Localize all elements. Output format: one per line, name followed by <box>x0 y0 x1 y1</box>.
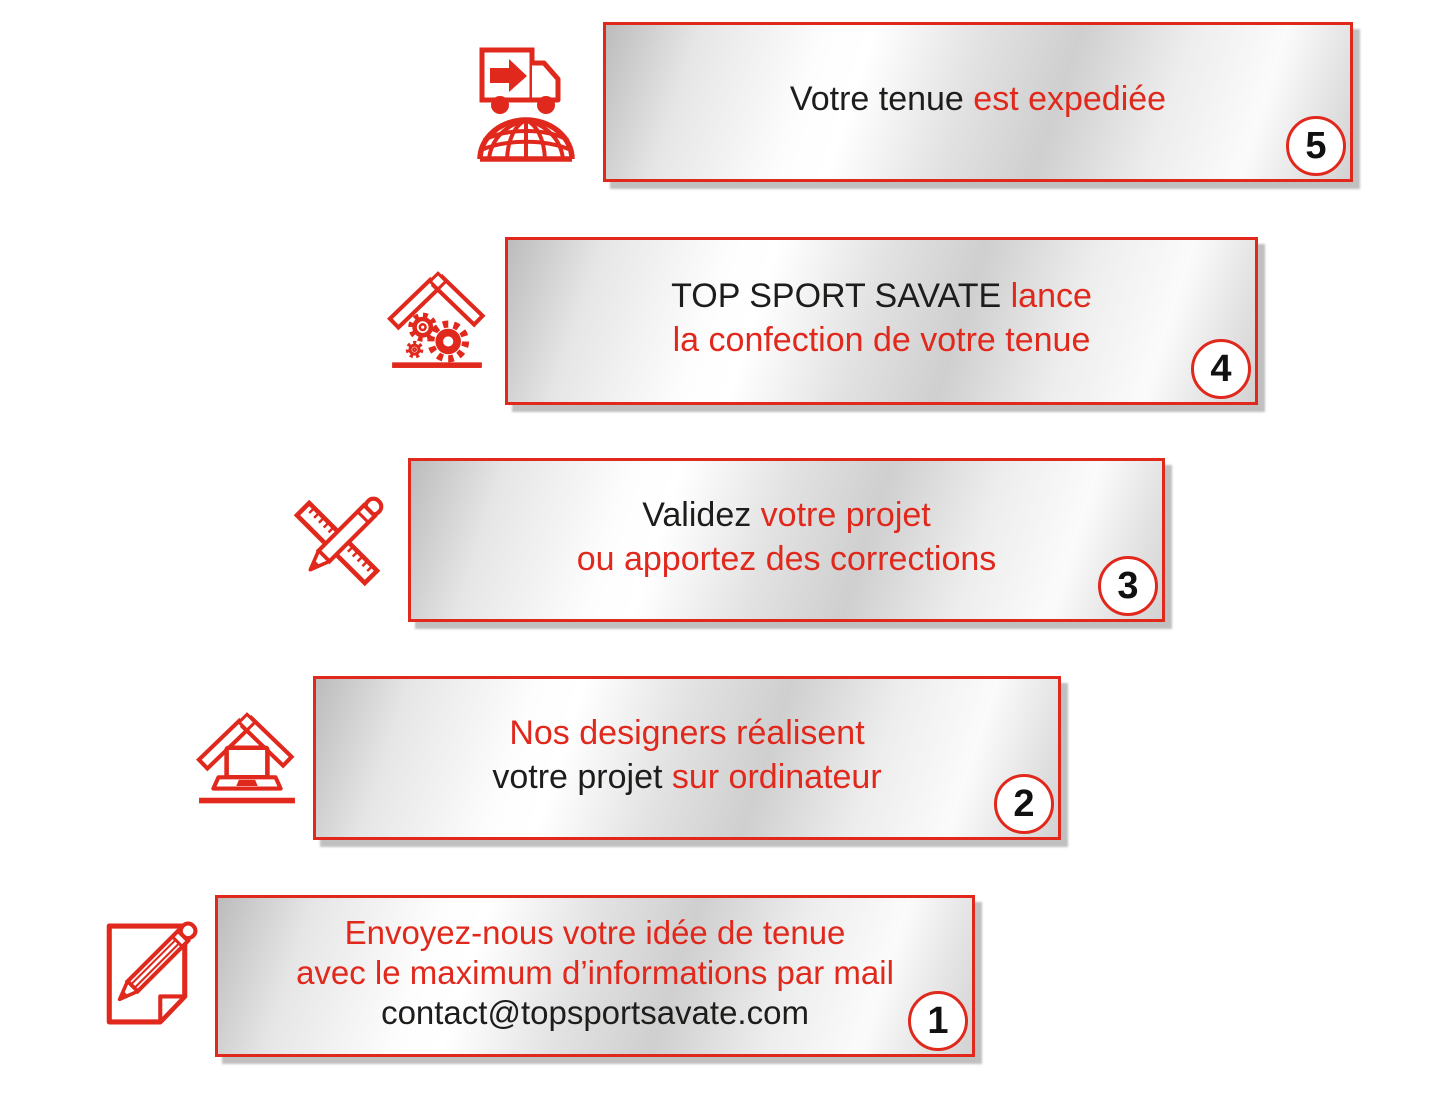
text-segment: avec le maximum d’informations par mail <box>296 954 894 991</box>
text-segment: Votre tenue <box>789 80 974 118</box>
text-segment: votre projet <box>760 496 931 534</box>
step-2-number-badge: 2 <box>994 774 1054 834</box>
step-4-panel: TOP SPORT SAVATE lance la confection de … <box>505 237 1258 405</box>
step-4-number-badge: 4 <box>1191 339 1251 399</box>
text-segment: Nos designers réalisent <box>509 714 865 752</box>
step-1-text-line-3: contact@topsportsavate.com <box>381 993 809 1033</box>
step-3-number-badge: 3 <box>1098 556 1158 616</box>
text-segment: Envoyez-nous votre idée de tenue <box>344 914 846 951</box>
step-5-number-badge: 5 <box>1286 116 1346 176</box>
step-2-panel: Nos designers réalisent votre projet sur… <box>313 676 1061 840</box>
step-3-text-line-1: Validez votre projet <box>642 493 931 537</box>
text-segment: Validez <box>642 496 761 534</box>
step-4-text-line-2: la confection de votre tenue <box>673 318 1091 362</box>
pencil-ruler-icon <box>286 488 388 598</box>
step-5-text-line-1: Votre tenue est expediée <box>790 77 1166 121</box>
text-segment: ou apportez des corrections <box>576 540 997 578</box>
text-segment: est expediée <box>973 80 1167 118</box>
step-1-text-line-2: avec le maximum d’informations par mail <box>296 953 894 993</box>
note-pencil-icon <box>96 918 198 1032</box>
text-segment: contact@topsportsavate.com <box>381 994 809 1031</box>
step-2-text-line-1: Nos designers réalisent <box>509 711 864 755</box>
text-segment: votre projet <box>492 758 672 796</box>
step-1-number-badge: 1 <box>908 991 968 1051</box>
truck-globe-icon <box>472 46 578 166</box>
roof-laptop-icon <box>196 705 298 815</box>
step-5-panel: Votre tenue est expediée 5 <box>603 22 1353 182</box>
roof-gears-icon <box>387 264 489 374</box>
step-2-text-line-2: votre projet sur ordinateur <box>492 755 881 799</box>
text-segment: lance <box>1010 277 1092 315</box>
step-1-text-line-1: Envoyez-nous votre idée de tenue <box>345 913 846 953</box>
text-segment: sur ordinateur <box>671 758 882 796</box>
text-segment: TOP SPORT SAVATE <box>671 277 1011 315</box>
step-4-text-line-1: TOP SPORT SAVATE lance <box>671 274 1092 318</box>
step-3-text-line-2: ou apportez des corrections <box>577 537 997 581</box>
text-segment: la confection de votre tenue <box>672 321 1091 359</box>
step-3-panel: Validez votre projet ou apportez des cor… <box>408 458 1165 622</box>
step-1-panel: Envoyez-nous votre idée de tenue avec le… <box>215 895 975 1057</box>
